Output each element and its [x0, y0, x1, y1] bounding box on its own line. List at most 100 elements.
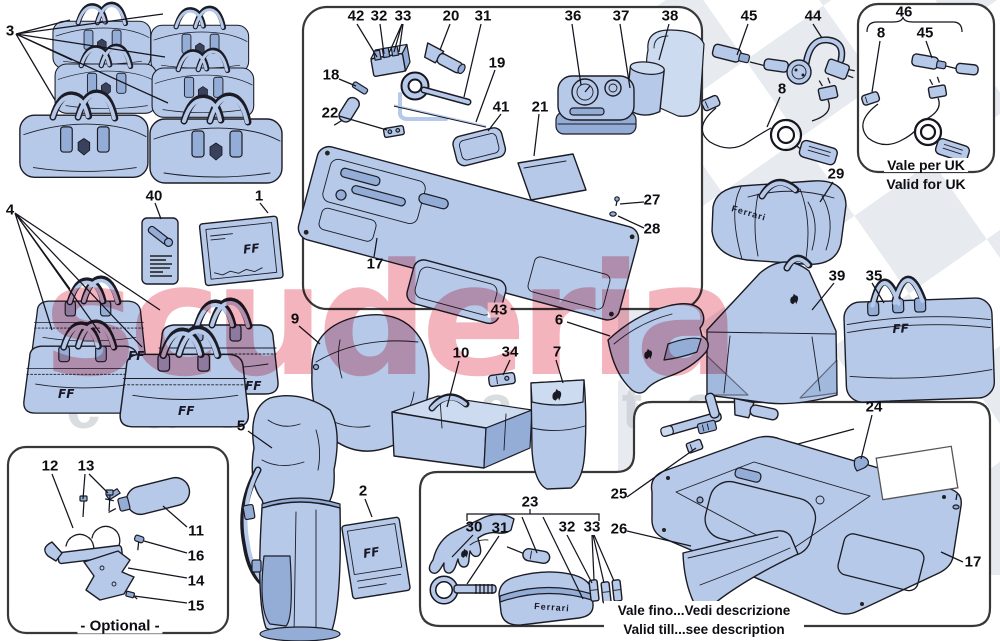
cover-6-illustration	[607, 303, 709, 394]
callout-37[interactable]: 37	[612, 7, 630, 25]
callout-26[interactable]: 26	[610, 520, 628, 538]
callout-6[interactable]: 6	[554, 311, 564, 329]
callout-41[interactable]: 41	[492, 98, 510, 116]
luggage-set-illustration	[20, 4, 282, 183]
callout-1[interactable]: 1	[254, 187, 264, 205]
uk-caption-line1: Vale per UK	[884, 158, 968, 172]
callout-29[interactable]: 29	[827, 165, 845, 183]
callout-40[interactable]: 40	[145, 187, 163, 205]
validity-caption: Vale fino...Vedi descrizione Valid till.…	[604, 601, 804, 639]
callout-36[interactable]: 36	[564, 7, 582, 25]
uk-caption-line2: Valid for UK	[886, 176, 966, 192]
callout-32b[interactable]: 32	[558, 518, 576, 536]
svg-text:FF: FF	[362, 544, 381, 561]
callout-25[interactable]: 25	[610, 485, 628, 503]
kit-fuses-illustration	[588, 579, 623, 604]
lower-bracket-illustration	[83, 550, 135, 601]
validity-caption-line2: Valid till...see description	[623, 622, 785, 637]
callout-42[interactable]: 42	[347, 7, 365, 25]
callout-19[interactable]: 19	[488, 54, 506, 72]
svg-text:FF: FF	[892, 321, 910, 336]
callout-17b[interactable]: 17	[964, 553, 982, 571]
owners-manual-illustration: FF	[198, 215, 284, 287]
golf-bag-illustration	[240, 395, 342, 641]
callout-46[interactable]: 46	[895, 3, 913, 21]
svg-text:FF: FF	[245, 379, 262, 393]
briefcase-set-illustration: FF FF FF FF	[24, 279, 278, 427]
callout-11[interactable]: 11	[188, 522, 204, 540]
callout-30[interactable]: 30	[465, 518, 483, 536]
adapter-cable-illustration	[711, 43, 789, 73]
callout-13[interactable]: 13	[77, 457, 95, 475]
fuse-block-illustration	[370, 43, 411, 78]
callout-20[interactable]: 20	[442, 7, 460, 25]
callout-10[interactable]: 10	[452, 344, 470, 362]
callout-44[interactable]: 44	[804, 7, 822, 25]
connector-block-illustration	[696, 419, 718, 435]
uk-box	[856, 2, 996, 174]
bracket-part-illustration	[382, 124, 405, 139]
callout-9[interactable]: 9	[290, 310, 300, 328]
tool-tray-illustration	[297, 145, 640, 325]
battery-charger-illustration	[701, 77, 839, 166]
callout-34[interactable]: 34	[501, 343, 519, 361]
callout-28[interactable]: 28	[643, 220, 661, 238]
fuse-puller-illustration	[487, 371, 516, 388]
callout-32[interactable]: 32	[370, 7, 388, 25]
svg-text:FF: FF	[242, 241, 261, 257]
kit-screwdriver-illustration	[506, 546, 551, 565]
uk-charger-illustration	[861, 76, 971, 163]
optional-caption: - Optional -	[77, 618, 163, 634]
callout-3[interactable]: 3	[5, 22, 15, 40]
bracket-23	[466, 513, 600, 521]
callout-12[interactable]: 12	[41, 457, 59, 475]
callout-33b[interactable]: 33	[583, 518, 601, 536]
leader-lines	[14, 13, 964, 604]
sealant-pouch-illustration	[141, 217, 179, 285]
screw-washer-illustration	[609, 196, 620, 217]
callout-31b[interactable]: 31	[491, 519, 509, 537]
callout-7[interactable]: 7	[552, 343, 562, 361]
pouch-7-illustration	[530, 379, 587, 490]
callout-39[interactable]: 39	[828, 267, 846, 285]
callout-45-uk[interactable]: 45	[916, 24, 934, 42]
callout-35[interactable]: 35	[865, 267, 883, 285]
callout-8[interactable]: 8	[777, 80, 787, 98]
callout-31[interactable]: 31	[474, 7, 492, 25]
callout-14[interactable]: 14	[187, 572, 205, 590]
svg-text:FF: FF	[58, 387, 75, 401]
svg-text:FF: FF	[128, 349, 145, 363]
paper-sheet-illustration	[875, 445, 959, 501]
screw-16-illustration	[133, 534, 145, 551]
callout-5[interactable]: 5	[236, 417, 246, 435]
callout-27[interactable]: 27	[643, 191, 661, 209]
callout-15[interactable]: 15	[187, 597, 205, 615]
gloves-illustration	[428, 513, 515, 575]
callout-38[interactable]: 38	[661, 7, 679, 25]
kit-pouch-illustration: Ferrari	[498, 571, 594, 626]
callout-21[interactable]: 21	[531, 98, 549, 116]
svg-text:FF: FF	[178, 404, 195, 418]
tire-compressor-illustration	[555, 75, 637, 135]
briefcase-35-illustration: FF	[843, 275, 996, 403]
callout-2[interactable]: 2	[358, 482, 368, 500]
callout-22[interactable]: 22	[321, 104, 339, 122]
callout-43[interactable]: 43	[487, 302, 511, 318]
callout-16[interactable]: 16	[187, 547, 205, 565]
callout-17[interactable]: 17	[366, 255, 384, 273]
wrench-illustration	[398, 71, 472, 121]
callout-24[interactable]: 24	[865, 398, 883, 416]
mat-illustration	[517, 153, 587, 201]
callout-33[interactable]: 33	[394, 7, 412, 25]
document-folder-illustration: FF	[341, 516, 411, 600]
socket-b-illustration	[733, 397, 779, 421]
callout-8-uk[interactable]: 8	[876, 24, 886, 42]
callout-18[interactable]: 18	[322, 66, 340, 84]
screwdriver-bit-illustration	[333, 81, 369, 126]
callout-4[interactable]: 4	[5, 201, 15, 219]
callout-45[interactable]: 45	[740, 7, 758, 25]
callout-23[interactable]: 23	[521, 493, 539, 511]
uk-bracket	[866, 16, 963, 33]
